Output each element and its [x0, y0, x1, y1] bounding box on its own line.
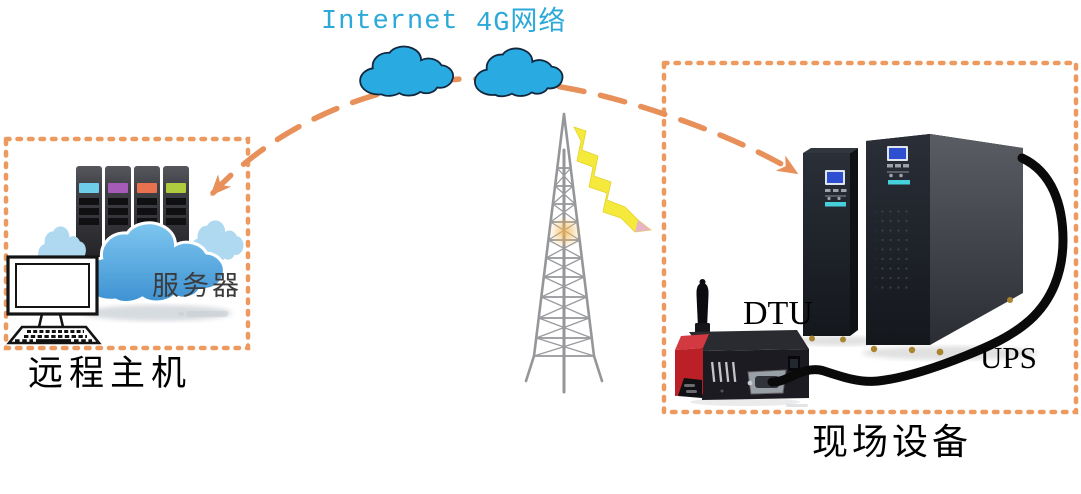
serial-cable [767, 153, 1068, 387]
field-equipment-box [661, 60, 1079, 415]
ups-label: UPS [980, 340, 1037, 375]
field-equipment-label: 现场设备 [812, 422, 973, 462]
dtu-label: DTU [743, 295, 813, 332]
server-group [38, 166, 244, 321]
ups-shadow [796, 336, 880, 346]
4g-cloud-icon [474, 47, 564, 97]
control-panel [825, 189, 847, 201]
server-label: 服务器 [152, 271, 242, 301]
ups-shadow [862, 346, 1038, 360]
ups-small-icon [803, 148, 858, 343]
workstation-icon [6, 255, 102, 345]
ups-large-icon [866, 134, 1023, 356]
antenna-icon [695, 279, 710, 333]
dtu-red-top [675, 334, 709, 350]
remote-host-box [3, 136, 251, 351]
control-panel [887, 164, 909, 178]
brand-strip [825, 202, 846, 207]
brand-strip [888, 180, 910, 185]
keyboard-icon [6, 325, 102, 345]
internet-cloud-icon [359, 45, 454, 97]
4g-network-label: 4G网络 [476, 9, 567, 39]
bolt-tip [635, 220, 651, 232]
vent-grid [875, 204, 913, 292]
vent-slots [710, 361, 737, 383]
dtu-shadow [690, 398, 800, 406]
rack-tower [76, 166, 102, 262]
dtu-icon [675, 279, 809, 407]
signal-glow [549, 216, 581, 248]
monitor-icon [6, 255, 99, 328]
lightning-icon [573, 126, 653, 233]
watermark [178, 311, 228, 317]
remote-host-label: 远程主机 [28, 354, 193, 393]
mounting-flange [678, 378, 702, 398]
watermark [786, 404, 808, 407]
dtu-top [689, 330, 809, 351]
internet-label: Internet [321, 7, 459, 37]
cell-tower-icon [524, 112, 604, 394]
